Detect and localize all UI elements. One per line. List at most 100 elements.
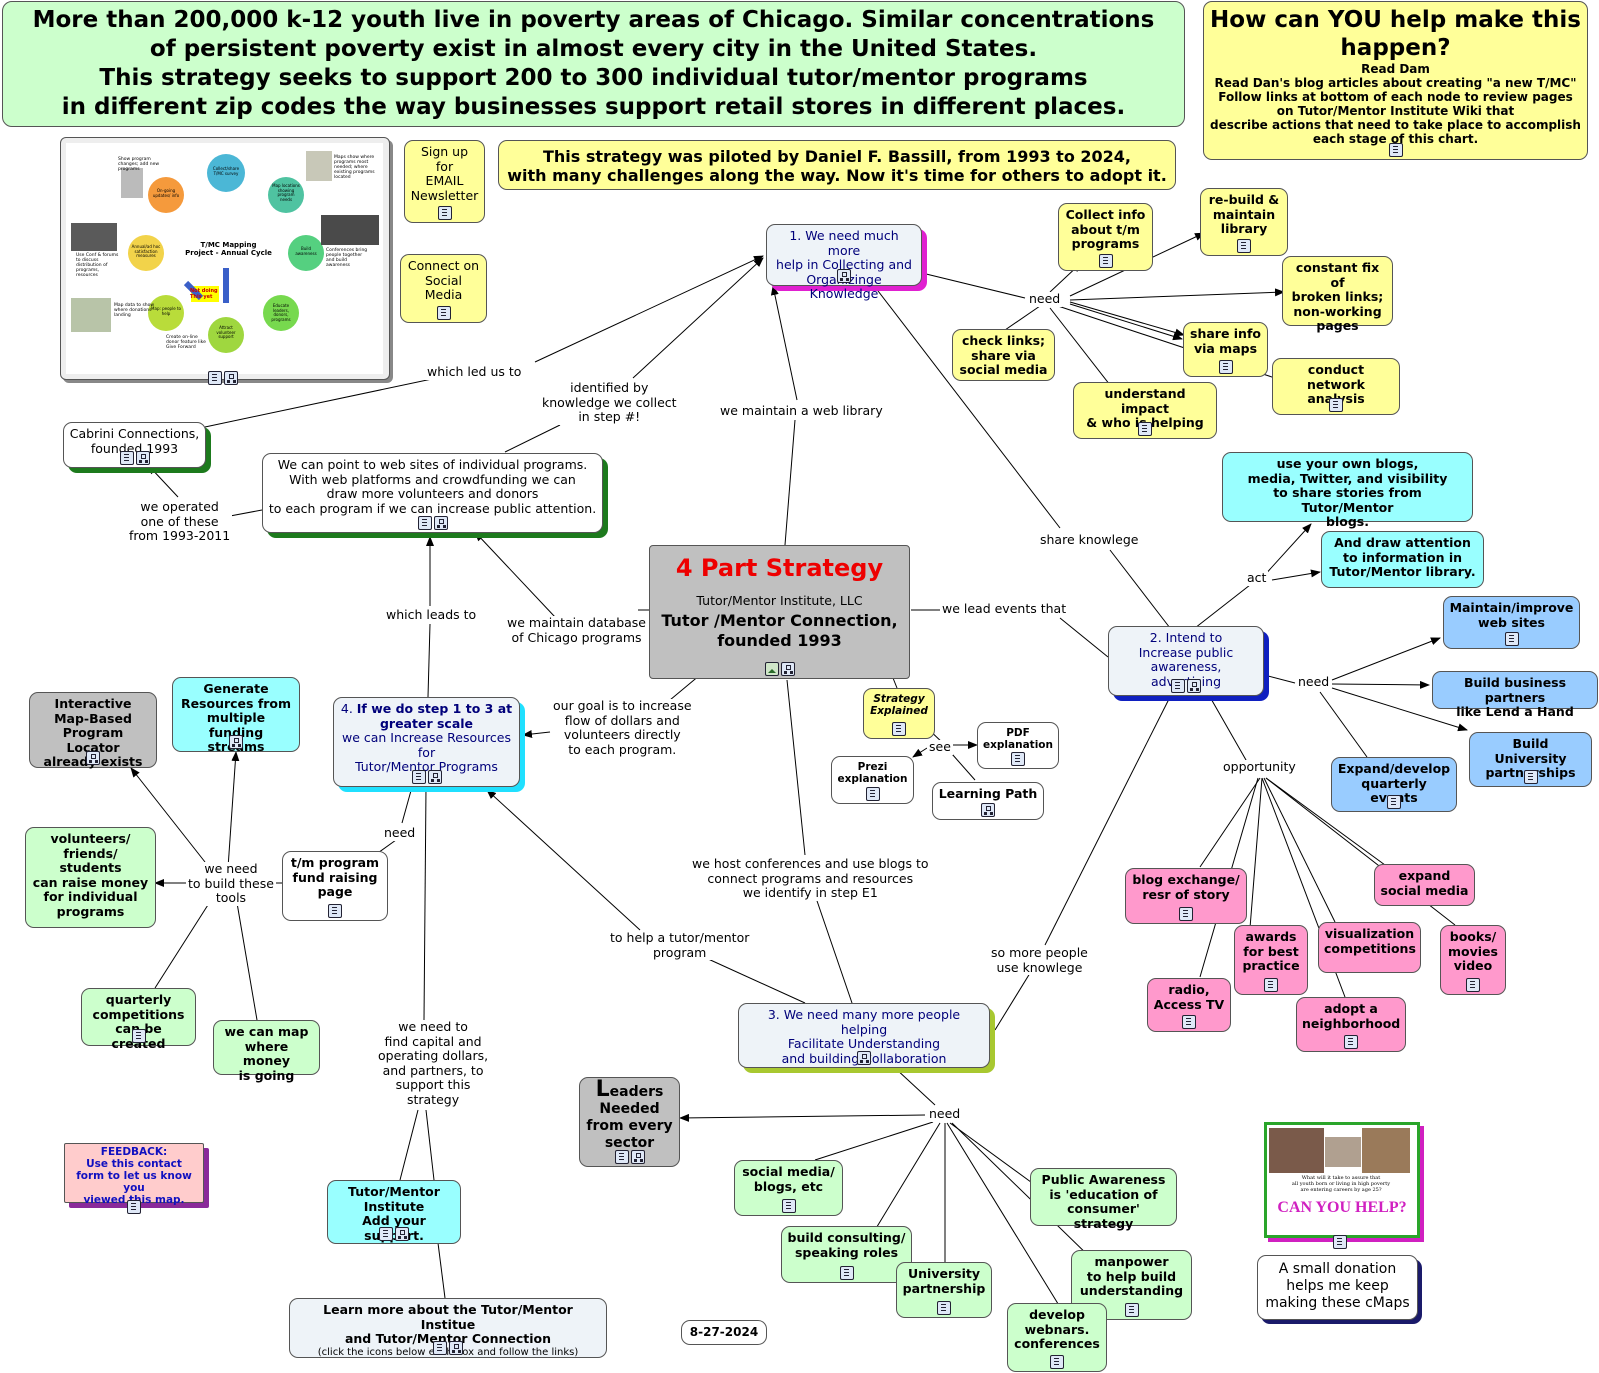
document-icon[interactable] (782, 1199, 796, 1213)
document-icon[interactable] (866, 787, 880, 801)
fundraising-page-node[interactable]: t/m program fund raising page (282, 851, 388, 921)
document-icon[interactable] (1179, 907, 1193, 921)
learn-more-node[interactable]: Learn more about the Tutor/Mentor Instit… (289, 1298, 607, 1358)
expand-social-node[interactable]: expand social media (1374, 864, 1475, 906)
concept-map-icon[interactable] (631, 1150, 645, 1164)
document-icon[interactable] (412, 770, 426, 784)
concept-map-icon[interactable] (224, 371, 238, 385)
document-icon[interactable] (120, 451, 134, 465)
network-analysis-node[interactable]: conduct network analysis (1272, 358, 1400, 415)
document-icon[interactable] (379, 1227, 393, 1241)
document-icon[interactable] (1387, 795, 1401, 809)
concept-map-icon[interactable] (428, 770, 442, 784)
concept-map-icon[interactable] (449, 1341, 463, 1355)
business-partners-node[interactable]: Build business partners like Lend a Hand (1432, 671, 1598, 709)
collect-info-node[interactable]: Collect info about t/m programs (1058, 203, 1153, 271)
help-box[interactable]: How can YOU help make this happen? Read … (1203, 1, 1588, 160)
rebuild-library-node[interactable]: re-build & maintain library (1200, 188, 1288, 256)
social-media-node[interactable]: Connect on Social Media (400, 254, 487, 323)
leaders-needed-node[interactable]: Leaders Needed from every sector (579, 1077, 680, 1167)
step1-node[interactable]: 1. We need much more help in Collecting … (766, 224, 922, 286)
generate-resources-node[interactable]: Generate Resources from multiple funding… (172, 677, 300, 752)
concept-map-icon[interactable] (857, 1051, 871, 1065)
concept-map-icon[interactable] (229, 735, 243, 749)
concept-map-icon[interactable] (395, 1227, 409, 1241)
webinars-node[interactable]: develop webnars. conferences (1007, 1303, 1107, 1372)
books-node[interactable]: books/ movies video (1440, 925, 1506, 995)
document-icon[interactable] (1466, 978, 1480, 992)
learning-path-node[interactable]: Learning Path (932, 782, 1044, 820)
own-blogs-node[interactable]: use your own blogs, media, Twitter, and … (1222, 452, 1473, 522)
prezi-explanation-node[interactable]: Prezi explanation (831, 756, 914, 804)
pdf-explanation-node[interactable]: PDF explanation (977, 722, 1059, 769)
cabrini-node[interactable]: Cabrini Connections, founded 1993 (63, 422, 206, 468)
university-partnerships-node[interactable]: Build University partnerships (1469, 732, 1592, 787)
concept-map-icon[interactable] (86, 751, 100, 765)
feedback-node[interactable]: FEEDBACK: Use this contact form to let u… (64, 1143, 204, 1203)
social-blogs-node[interactable]: social media/ blogs, etc (734, 1160, 843, 1216)
donation-image[interactable]: What will it take to assure that all you… (1264, 1122, 1420, 1238)
document-icon[interactable] (433, 1341, 447, 1355)
document-icon[interactable] (1524, 770, 1538, 784)
maintain-web-node[interactable]: Maintain/improve web sites (1443, 596, 1580, 649)
document-icon[interactable] (892, 722, 906, 736)
step4-node[interactable]: 4. If we do step 1 to 3 at greater scale… (333, 697, 520, 787)
document-icon[interactable] (1329, 398, 1343, 412)
public-awareness-node[interactable]: Public Awareness is 'education of consum… (1030, 1168, 1177, 1226)
draw-attention-node[interactable]: And draw attention to information in Tut… (1321, 531, 1484, 588)
document-icon[interactable] (418, 516, 432, 530)
concept-map-icon[interactable] (781, 662, 795, 676)
share-maps-node[interactable]: share info via maps (1183, 322, 1268, 377)
document-icon[interactable] (1505, 632, 1519, 646)
understand-impact-node[interactable]: understand impact & who is helping (1073, 382, 1217, 439)
quarterly-competitions-node[interactable]: quarterly competitions can be created (81, 988, 196, 1046)
concept-map-icon[interactable] (434, 516, 448, 530)
awards-node[interactable]: awards for best practice (1234, 925, 1308, 995)
document-icon[interactable] (132, 1029, 146, 1043)
tmi-support-node[interactable]: Tutor/Mentor Institute Add your support. (327, 1180, 461, 1244)
concept-map-icon[interactable] (136, 451, 150, 465)
check-links-node[interactable]: check links; share via social media (952, 329, 1055, 381)
university-node[interactable]: University partnership (896, 1262, 992, 1318)
blog-exchange-node[interactable]: blog exchange/ resr of story (1125, 868, 1247, 924)
volunteers-node[interactable]: volunteers/ friends/ students can raise … (25, 827, 156, 928)
visualization-node[interactable]: visualization competitions (1318, 922, 1421, 973)
document-icon[interactable] (1125, 1303, 1139, 1317)
document-icon[interactable] (438, 206, 452, 220)
document-icon[interactable] (1219, 360, 1233, 374)
document-icon[interactable] (937, 1301, 951, 1315)
document-icon[interactable] (1138, 422, 1152, 436)
document-icon[interactable] (1011, 752, 1025, 766)
document-icon[interactable] (1389, 143, 1403, 157)
concept-map-icon[interactable] (837, 269, 851, 283)
document-icon[interactable] (1099, 254, 1113, 268)
center-strategy-node[interactable]: 4 Part Strategy Tutor/Mentor Institute, … (649, 545, 910, 679)
mapping-cycle-thumbnail[interactable]: T/MC Mapping Project - Annual Cycle Not … (60, 137, 390, 380)
map-money-node[interactable]: we can map where money is going (213, 1020, 320, 1075)
document-icon[interactable] (1333, 1235, 1347, 1249)
document-icon[interactable] (1237, 239, 1251, 253)
document-icon[interactable] (1344, 1035, 1358, 1049)
point-to-programs-node[interactable]: We can point to web sites of individual … (262, 453, 603, 533)
fix-links-node[interactable]: constant fix of broken links; non-workin… (1282, 256, 1393, 326)
strategy-explained-node[interactable]: Strategy Explained (863, 688, 935, 739)
adopt-neighborhood-node[interactable]: adopt a neighborhood (1296, 997, 1406, 1052)
document-icon[interactable] (127, 1200, 141, 1214)
concept-map-icon[interactable] (1187, 679, 1201, 693)
document-icon[interactable] (615, 1150, 629, 1164)
document-icon[interactable] (208, 371, 222, 385)
document-icon[interactable] (1182, 1015, 1196, 1029)
consulting-node[interactable]: build consulting/ speaking roles (781, 1226, 912, 1283)
program-locator-node[interactable]: Interactive Map-Based Program Locator al… (29, 692, 157, 768)
radio-node[interactable]: radio, Access TV (1147, 978, 1231, 1032)
step2-node[interactable]: 2. Intend to Increase public awareness, … (1108, 626, 1264, 696)
document-icon[interactable] (1050, 1355, 1064, 1369)
document-icon[interactable] (1171, 679, 1185, 693)
newsletter-node[interactable]: Sign up for EMAIL Newsletter (404, 140, 485, 223)
document-icon[interactable] (840, 1266, 854, 1280)
concept-map-icon[interactable] (981, 803, 995, 817)
document-icon[interactable] (437, 306, 451, 320)
image-icon[interactable] (765, 662, 779, 676)
step3-node[interactable]: 3. We need many more people helping Faci… (738, 1003, 990, 1068)
quarterly-events-node[interactable]: Expand/develop quarterly events (1331, 757, 1457, 812)
